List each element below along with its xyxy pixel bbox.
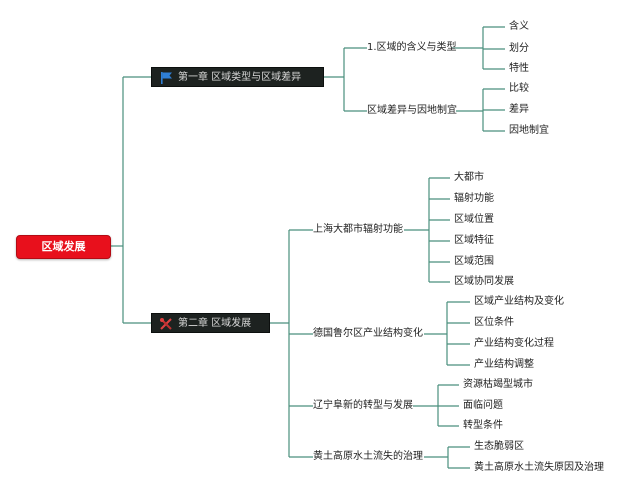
item-2-2-2[interactable]: 区位条件 (474, 317, 514, 328)
item-2-1-4[interactable]: 区域特征 (454, 235, 494, 246)
item-2-4-1[interactable]: 生态脆弱区 (474, 441, 524, 452)
topic-1-2[interactable]: 区域差异与因地制宜 (367, 105, 457, 116)
topic-2-1[interactable]: 上海大都市辐射功能 (313, 224, 403, 235)
chapter-2-label: 第二章 区域发展 (178, 318, 252, 329)
topic-2-4[interactable]: 黄土高原水土流失的治理 (313, 451, 423, 462)
item-1-2-2[interactable]: 差异 (509, 104, 529, 115)
item-2-1-1[interactable]: 大都市 (454, 172, 484, 183)
item-2-2-3[interactable]: 产业结构变化过程 (474, 338, 554, 349)
chapter-2-node[interactable]: 第二章 区域发展 (151, 313, 270, 333)
flag-icon (161, 72, 172, 84)
chapter-1-node[interactable]: 第一章 区域类型与区域差异 (151, 67, 324, 87)
item-2-2-1[interactable]: 区域产业结构及变化 (474, 296, 564, 307)
item-1-1-3[interactable]: 特性 (509, 63, 529, 74)
item-2-2-4[interactable]: 产业结构调整 (474, 359, 534, 370)
item-2-3-1[interactable]: 资源枯竭型城市 (463, 379, 533, 390)
root-node[interactable]: 区域发展 (16, 235, 111, 259)
item-2-1-5[interactable]: 区域范围 (454, 256, 494, 267)
item-2-1-2[interactable]: 辐射功能 (454, 193, 494, 204)
item-2-1-6[interactable]: 区域协同发展 (454, 276, 514, 287)
item-1-1-1[interactable]: 含义 (509, 21, 529, 32)
topic-1-1[interactable]: 1.区域的含义与类型 (367, 42, 457, 53)
item-1-1-2[interactable]: 划分 (509, 43, 529, 54)
item-1-2-3[interactable]: 因地制宜 (509, 125, 549, 136)
item-2-1-3[interactable]: 区域位置 (454, 214, 494, 225)
item-2-4-2[interactable]: 黄土高原水土流失原因及治理 (474, 462, 604, 473)
tools-icon (160, 318, 172, 330)
chapter-1-label: 第一章 区域类型与区域差异 (178, 72, 302, 83)
topic-2-2[interactable]: 德国鲁尔区产业结构变化 (313, 328, 423, 339)
topic-2-3[interactable]: 辽宁阜新的转型与发展 (313, 400, 413, 411)
item-2-3-3[interactable]: 转型条件 (463, 420, 503, 431)
item-1-2-1[interactable]: 比较 (509, 83, 529, 94)
item-2-3-2[interactable]: 面临问题 (463, 400, 503, 411)
